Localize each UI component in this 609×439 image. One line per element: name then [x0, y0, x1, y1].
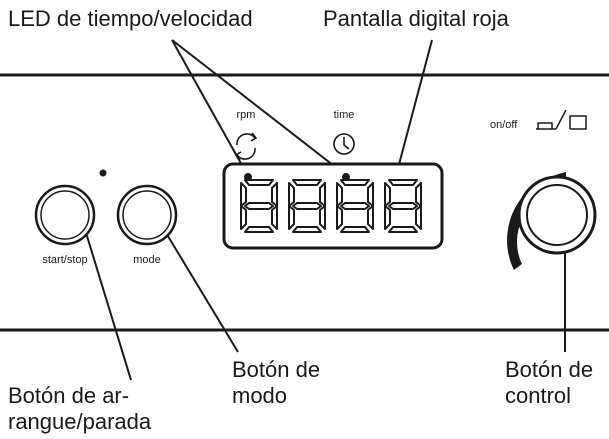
rpm-panel-label: rpm [237, 109, 256, 121]
start-stop-panel-label: start/stop [42, 254, 87, 266]
callout-display-label: Pantalla digital roja [323, 6, 509, 31]
leader-display [396, 39, 433, 173]
leader-led-time [171, 39, 348, 177]
callout-control-label: Botón de control [505, 357, 594, 408]
mode-button[interactable] [116, 184, 178, 246]
pulse-toggle-icon [536, 109, 587, 130]
clock-icon [333, 133, 355, 155]
on-off-panel-label: on/off [490, 119, 518, 131]
time-led-indicator [342, 173, 350, 181]
leader-mode [159, 222, 239, 353]
leader-lines [82, 39, 566, 381]
red-digital-display [222, 162, 444, 250]
indicator-led-dot [99, 169, 107, 177]
callout-led-label: LED de tiempo/velocidad [8, 6, 253, 31]
rpm-led-indicator [244, 173, 252, 181]
leader-start-stop [82, 222, 132, 381]
control-knob[interactable] [507, 172, 597, 270]
callout-mode-label: Botón de modo [232, 357, 321, 408]
callout-start-stop-label: Botón de ar- rangue/parada [8, 383, 152, 434]
mode-panel-label: mode [133, 254, 161, 266]
start-stop-button[interactable] [34, 184, 96, 246]
time-panel-label: time [334, 109, 355, 121]
rotate-arrows-icon [234, 132, 258, 161]
leader-led-rpm [171, 39, 249, 177]
